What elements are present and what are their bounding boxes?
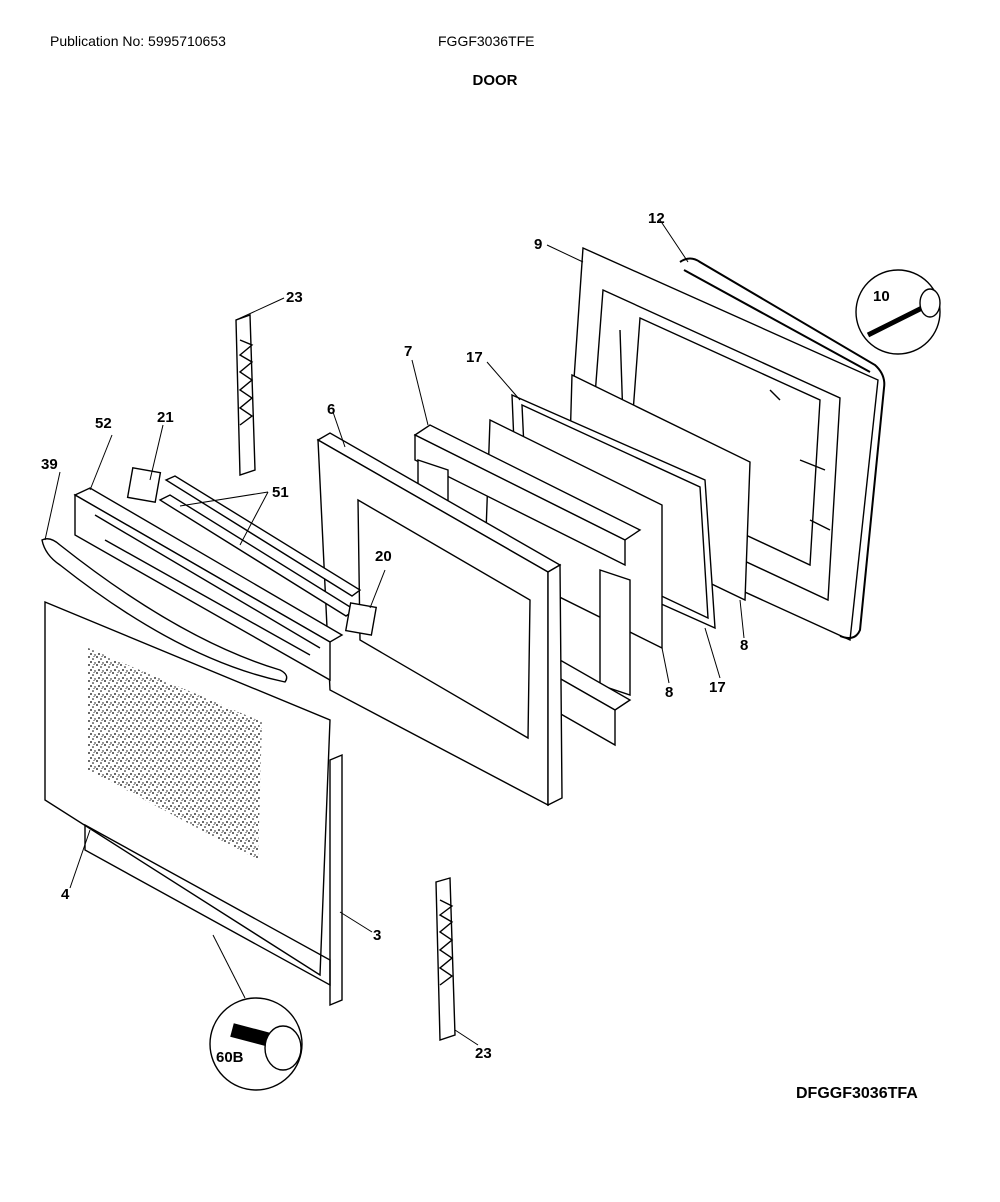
callout-9: 9 — [534, 236, 542, 253]
callout-10: 10 — [873, 288, 890, 305]
callout-3: 3 — [373, 927, 381, 944]
part-23-hinge-top — [235, 314, 256, 476]
part-4-outer-door-glass — [44, 600, 331, 977]
callout-52: 52 — [95, 415, 112, 432]
callout-39: 39 — [41, 456, 58, 473]
part-52-control-panel — [73, 487, 344, 682]
callout-23-bottom: 23 — [475, 1045, 492, 1062]
callout-17-top: 17 — [466, 349, 483, 366]
callout-8-right: 8 — [740, 637, 748, 654]
part-20-bracket — [344, 602, 378, 636]
page-title: DOOR — [472, 72, 518, 89]
diagram-code: DFGGF3036TFA — [796, 1085, 918, 1102]
model-number: FGGF3036TFE — [438, 33, 535, 49]
callout-23-top: 23 — [286, 289, 303, 306]
part-60b-screw-detail — [209, 997, 303, 1091]
part-6-door-panel — [316, 432, 563, 807]
callout-12: 12 — [648, 210, 665, 227]
callout-21: 21 — [157, 409, 174, 426]
part-3-side-trim — [329, 753, 343, 1007]
callout-60b: 60B — [216, 1049, 244, 1066]
part-39-handle — [41, 538, 288, 683]
part-21-bracket — [126, 466, 162, 504]
callout-7: 7 — [404, 343, 412, 360]
callout-51: 51 — [272, 484, 289, 501]
callout-20: 20 — [375, 548, 392, 565]
part-12-gasket — [679, 257, 886, 639]
part-10-screw-detail — [855, 269, 941, 355]
callout-17-bottom: 17 — [709, 679, 726, 696]
bottom-trim — [84, 823, 331, 987]
publication-number: Publication No: 5995710653 — [50, 33, 226, 49]
part-23-hinge-bottom — [435, 877, 456, 1041]
callout-6: 6 — [327, 401, 335, 418]
callout-4: 4 — [61, 886, 70, 903]
callout-8-center: 8 — [665, 684, 673, 701]
